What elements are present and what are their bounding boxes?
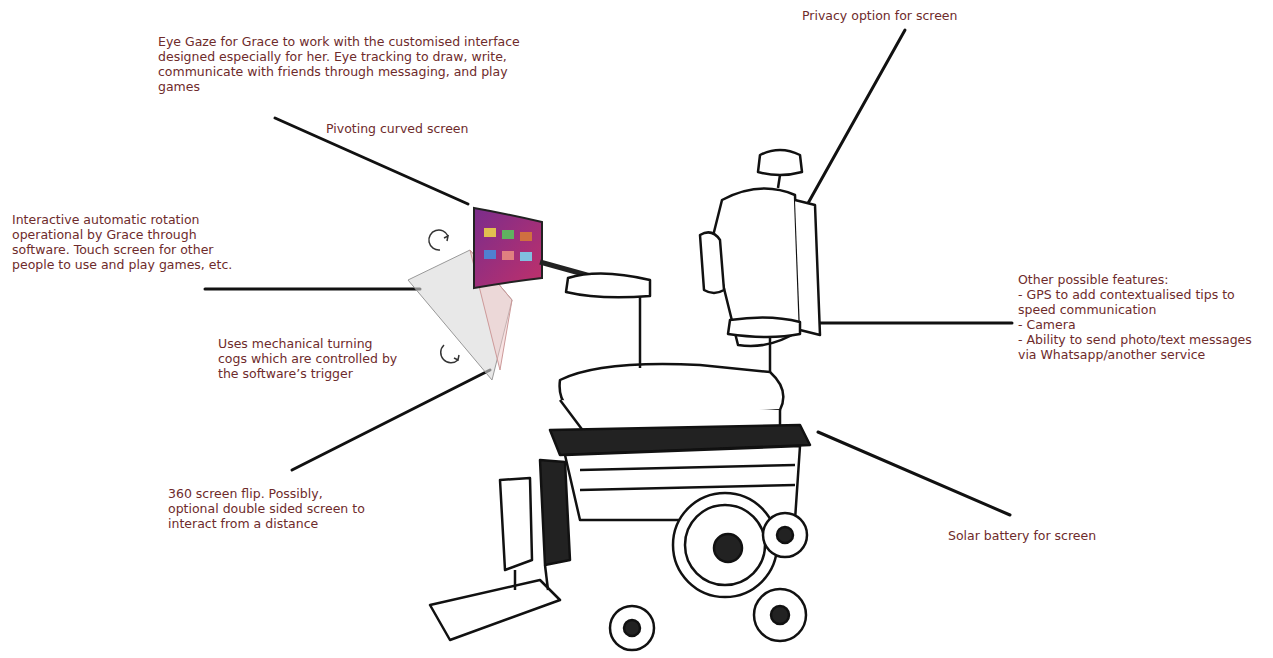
annotation-text: - Camera: [1018, 317, 1268, 332]
annotation-text: Solar battery for screen: [948, 528, 1168, 543]
annotation-text: Other possible features:: [1018, 272, 1268, 287]
leader-lines: [205, 30, 1012, 515]
annotation-text: 360 screen flip. Possibly, optional doub…: [168, 486, 368, 531]
annotation-text: Interactive automatic rotation operation…: [12, 212, 242, 272]
annotation-text: - Ability to send photo/text messages vi…: [1018, 332, 1268, 362]
wheelchair: [430, 150, 820, 650]
annotation-text: Uses mechanical turning cogs which are c…: [218, 336, 398, 381]
annotation-text: Eye Gaze for Grace to work with the cust…: [158, 34, 543, 94]
annotation-text: - GPS to add contextualised tips to spee…: [1018, 287, 1268, 317]
annotation-text: Pivoting curved screen: [326, 121, 526, 136]
annotation-text: Privacy option for screen: [802, 8, 1062, 23]
